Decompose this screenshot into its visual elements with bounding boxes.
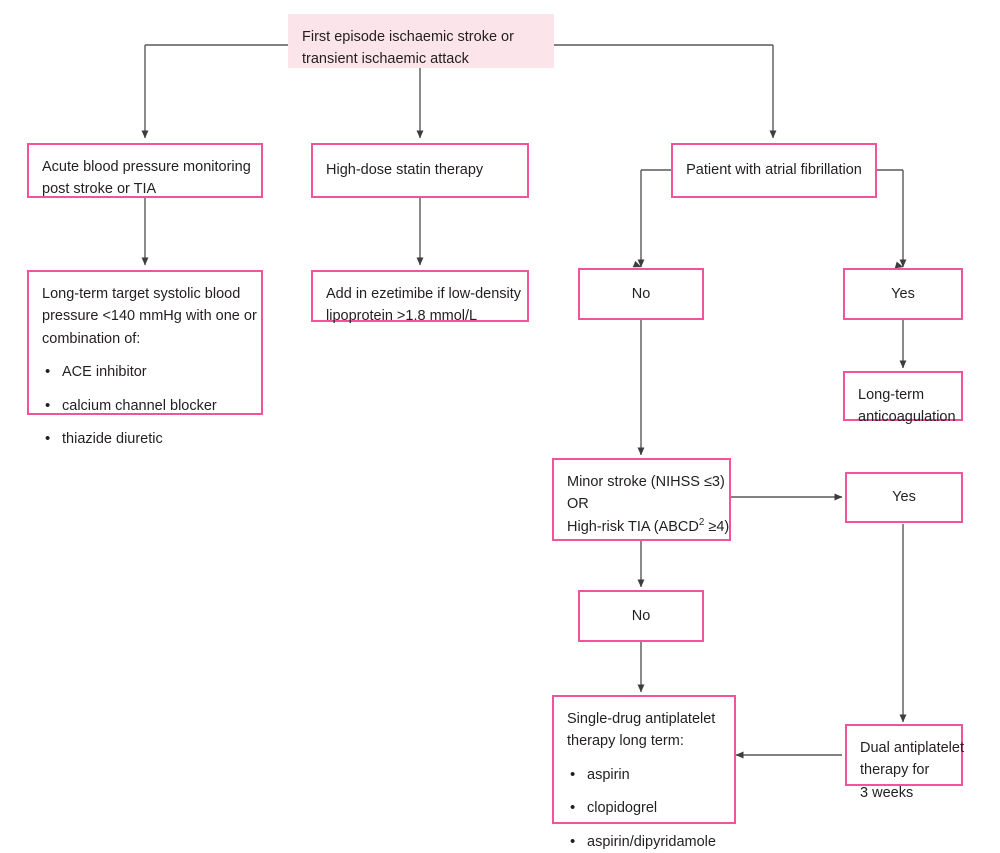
node-atrial-fibrillation: Patient with atrial fibrillation (671, 143, 877, 198)
ezetimibe-line-2: lipoprotein >1.8 mmol/L (326, 308, 478, 325)
root-line-1: First episode ischaemic stroke or (302, 29, 514, 45)
dual-antiplatelet-line-3: 3 weeks (860, 784, 914, 801)
statin-line-1: High-dose statin therapy (326, 162, 484, 179)
bp-target-line-2: pressure <140 mmHg with one or (42, 308, 257, 325)
single-antiplatelet-line-2: therapy long term: (567, 733, 684, 750)
bp-target-line-1: Long-term target systolic blood (42, 286, 241, 302)
anticoagulation-line-2: anticoagulation (858, 409, 956, 426)
bullet-aspirin: aspirin (567, 763, 721, 787)
minor-stroke-line-1: Minor stroke (NIHSS ≤3) (567, 474, 725, 490)
node-anticoagulation: Long-term anticoagulation (843, 371, 963, 425)
bp-monitoring-line-1: Acute blood pressure monitoring (42, 159, 251, 175)
bullet-calcium-channel-blocker: calcium channel blocker (42, 394, 248, 418)
bullet-aspirin-dipyridamole: aspirin/dipyridamole (567, 830, 721, 853)
node-minor-no: No (578, 590, 704, 642)
node-af-yes: Yes (843, 268, 963, 320)
bullet-thiazide-diuretic: thiazide diuretic (42, 427, 248, 451)
node-minor-stroke: Minor stroke (NIHSS ≤3) OR High-risk TIA… (552, 458, 731, 541)
minor-stroke-line-3-superscript: 2 (698, 517, 705, 529)
single-antiplatelet-line-1: Single-drug antiplatelet (567, 711, 716, 727)
minor-yes-label: Yes (892, 489, 916, 506)
af-no-label: No (631, 285, 651, 302)
minor-stroke-line-3-post: ≥4) (704, 518, 730, 535)
node-bp-monitoring: Acute blood pressure monitoring post str… (27, 143, 263, 198)
anticoagulation-line-1: Long-term (858, 387, 925, 403)
bullet-ace-inhibitor: ACE inhibitor (42, 360, 248, 384)
node-af-no: No (578, 268, 704, 320)
node-statin: High-dose statin therapy (311, 143, 529, 198)
node-ezetimibe: Add in ezetimibe if low-density lipoprot… (311, 270, 529, 324)
node-root: First episode ischaemic stroke or transi… (288, 14, 554, 68)
node-bp-target: Long-term target systolic blood pressure… (27, 270, 263, 451)
bp-monitoring-line-2: post stroke or TIA (42, 181, 157, 198)
af-yes-label: Yes (891, 285, 915, 302)
minor-stroke-line-2: OR (567, 496, 589, 513)
node-minor-yes: Yes (845, 472, 963, 523)
atrial-fibrillation-label: Patient with atrial fibrillation (686, 162, 862, 179)
root-line-2: transient ischaemic attack (302, 51, 469, 68)
node-dual-antiplatelet: Dual antiplatelet therapy for 3 weeks (845, 724, 964, 801)
single-antiplatelet-bullets: aspirin clopidogrel aspirin/dipyridamole (567, 763, 721, 853)
bp-target-bullets: ACE inhibitor calcium channel blocker th… (42, 360, 248, 451)
dual-antiplatelet-line-2: therapy for (860, 762, 930, 779)
dual-antiplatelet-line-1: Dual antiplatelet (860, 740, 964, 756)
bp-target-line-3: combination of: (42, 330, 141, 347)
minor-stroke-line-3-pre: High-risk TIA (ABCD (567, 518, 699, 535)
minor-stroke-line-3: High-risk TIA (ABCD2 ≥4) (567, 516, 729, 538)
minor-no-label: No (631, 607, 651, 624)
ezetimibe-line-1: Add in ezetimibe if low-density (326, 286, 522, 302)
bullet-clopidogrel: clopidogrel (567, 796, 721, 820)
node-single-antiplatelet: Single-drug antiplatelet therapy long te… (552, 695, 736, 853)
